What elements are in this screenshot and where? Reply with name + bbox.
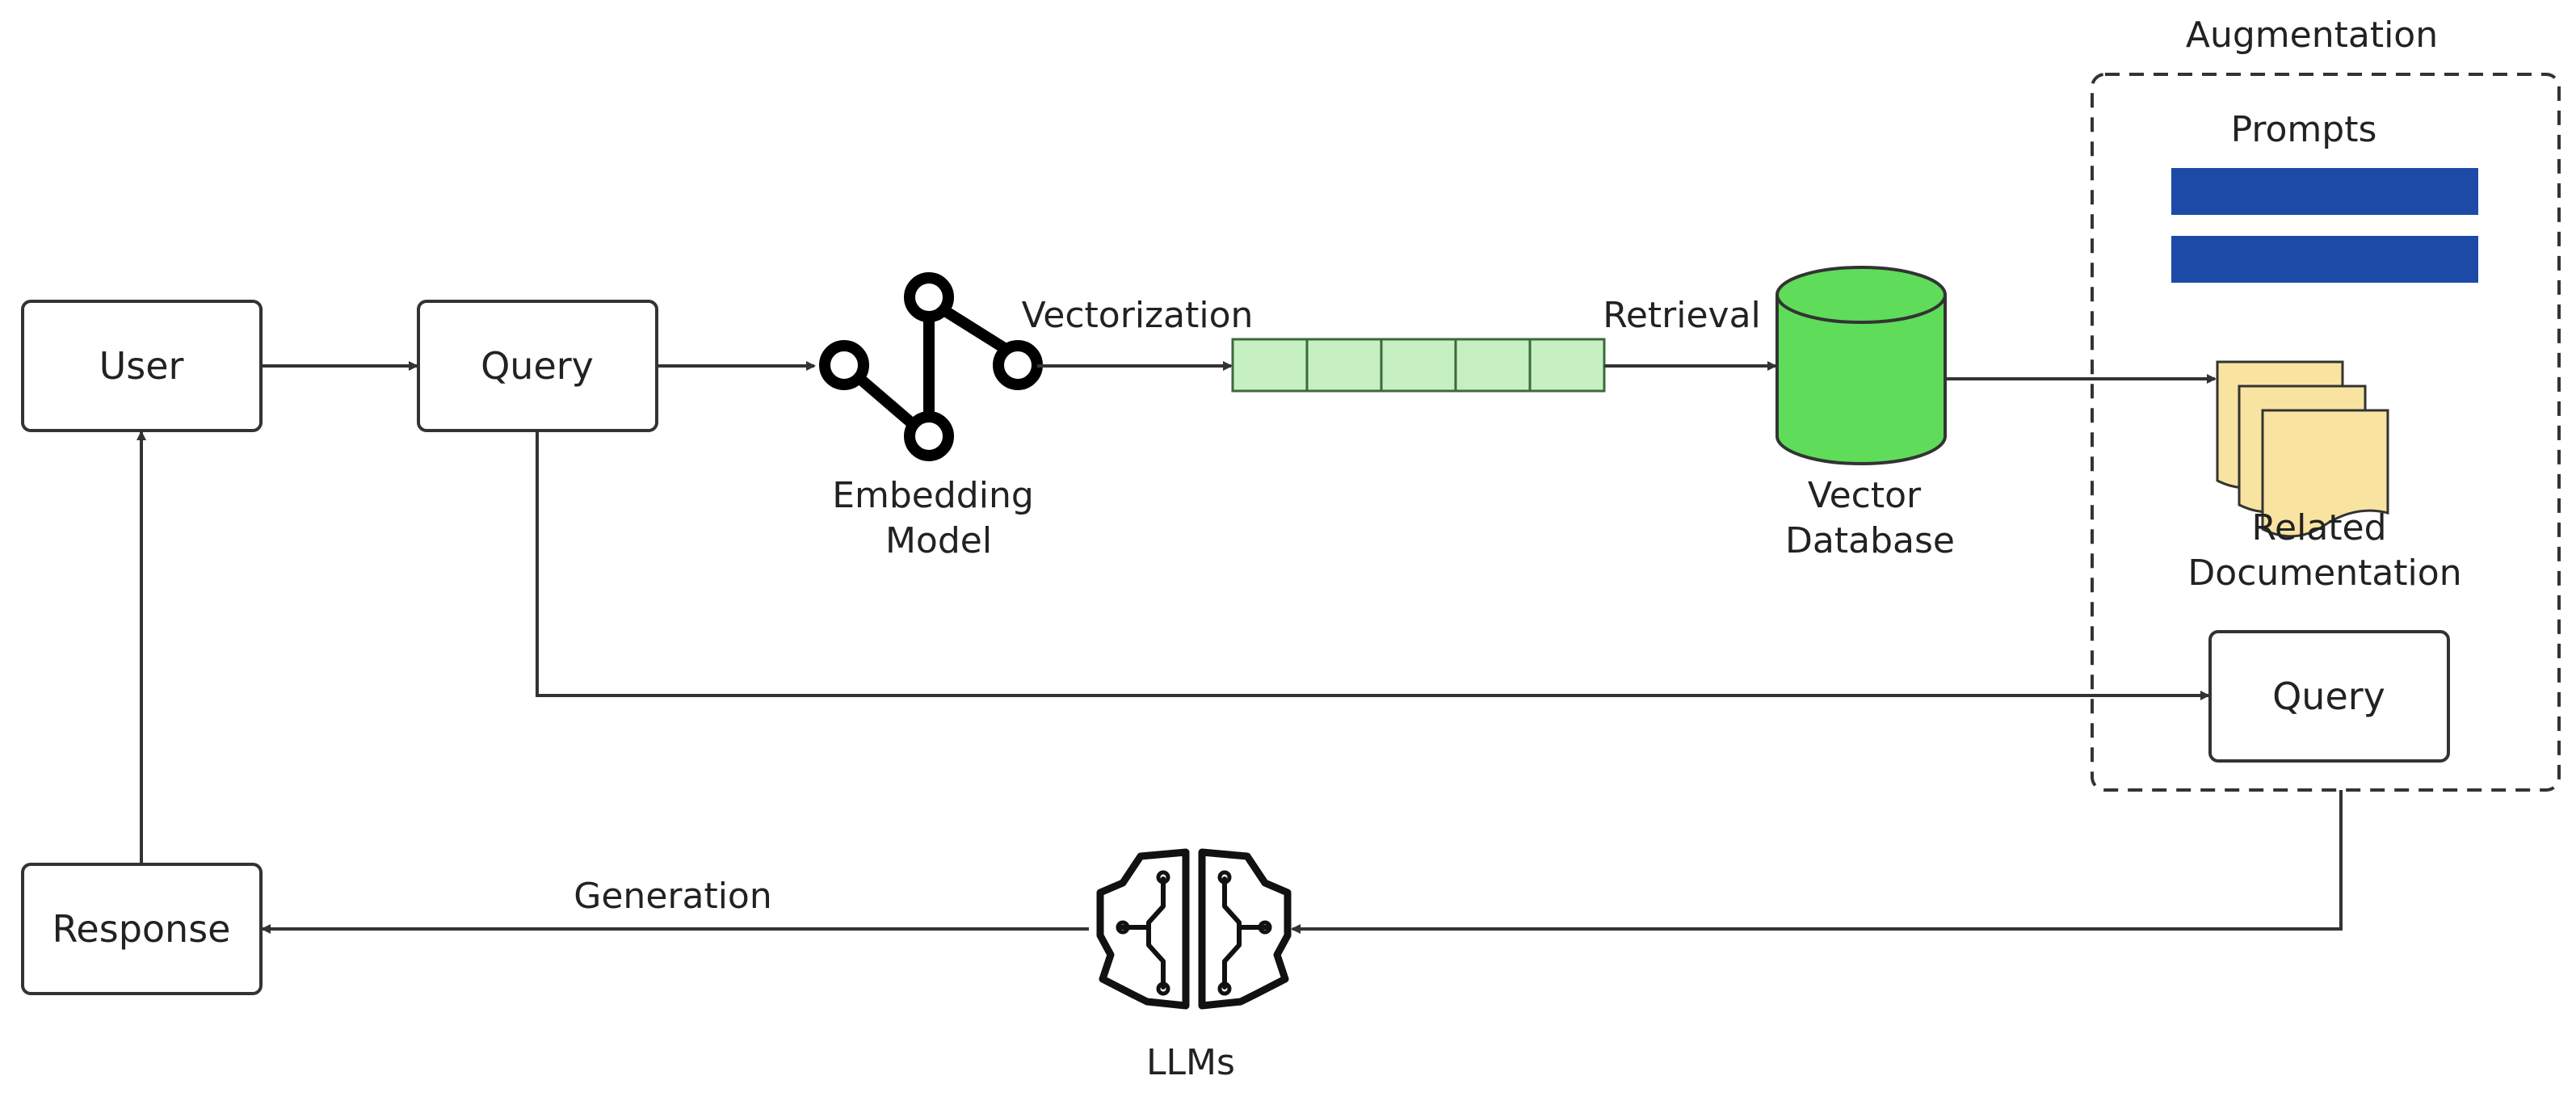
embedding-model-label: Embedding Model	[832, 475, 1045, 561]
llms-label: LLMs	[1146, 1042, 1235, 1083]
prompt-bar	[2171, 168, 2478, 215]
retrieval-label: Retrieval	[1603, 295, 1761, 336]
embedding-model-icon	[819, 272, 1043, 461]
related-documentation-label: Related Documentation	[2187, 507, 2461, 594]
augmented-query-box	[2208, 630, 2450, 763]
prompts-label: Prompts	[2231, 109, 2377, 150]
llm-brain-icon	[1096, 848, 1292, 1010]
augmentation-group	[2091, 73, 2561, 792]
augmented-query-label: Query	[2272, 674, 2385, 718]
vector-database-label: Vector Database	[1785, 475, 1955, 561]
vector-database-icon	[1775, 266, 1947, 465]
connectors	[137, 361, 2343, 934]
response-label: Response	[53, 907, 231, 951]
vectorization-label: Vectorization	[1022, 295, 1254, 336]
arrow-augmentation-to-llm	[1291, 790, 2343, 934]
user-label: User	[99, 344, 184, 388]
generation-label: Generation	[574, 876, 771, 917]
augmentation-label: Augmentation	[2186, 15, 2438, 56]
documents-icon	[2216, 360, 2389, 538]
arrow-query-to-augmented-query	[536, 431, 2210, 700]
prompt-bar	[2171, 236, 2478, 283]
vector-embedding	[1231, 338, 1606, 393]
query-label: Query	[481, 344, 594, 388]
